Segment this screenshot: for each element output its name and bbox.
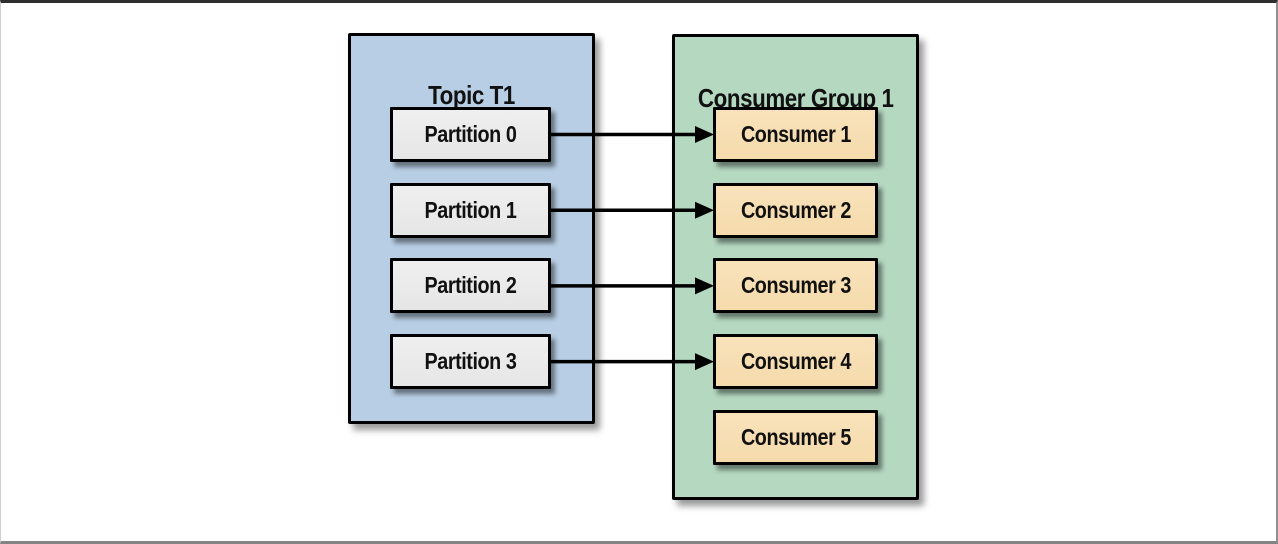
topic-title-text: Topic T1 [428,80,515,110]
consumer-node: Consumer 5 [713,409,878,465]
partition-node: Partition 1 [390,182,551,238]
consumer-node-label: Consumer 4 [740,348,851,375]
consumer-node: Consumer 4 [713,334,878,390]
assignment-arrows [551,126,714,371]
partition-node: Partition 0 [390,107,551,162]
partition-node-label: Partition 1 [424,196,517,223]
partition-node: Partition 2 [390,258,551,314]
consumer-node: Consumer 2 [713,182,878,238]
consumer-node: Consumer 1 [713,107,878,162]
partition-node-label: Partition 2 [424,272,517,299]
consumer-node: Consumer 3 [713,258,878,314]
partition-node-label: Partition 0 [424,121,517,147]
partition-node: Partition 3 [390,334,551,390]
partition-node-label: Partition 3 [424,348,517,375]
consumer-node-label: Consumer 5 [740,423,851,450]
topic-title: Topic T1 [351,80,592,111]
consumer-node-label: Consumer 1 [740,121,851,147]
consumer-node-label: Consumer 3 [740,272,851,299]
consumer-node-label: Consumer 2 [740,196,851,223]
